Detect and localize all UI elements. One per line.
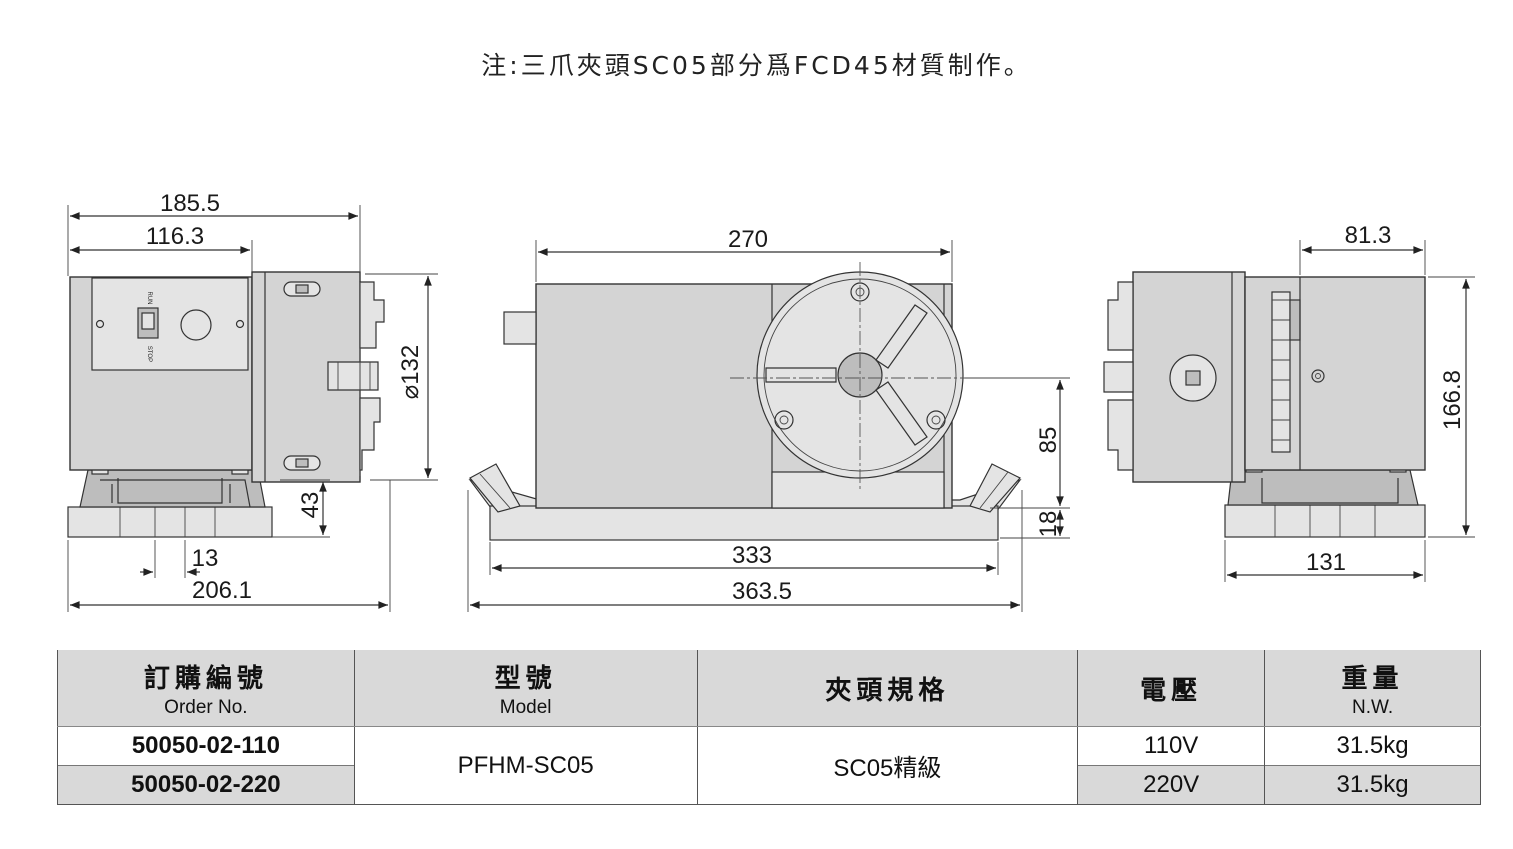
- table-row: 50050-02-220 220V 31.5kg: [57, 765, 1481, 805]
- order-no-cell: 50050-02-110: [57, 726, 355, 766]
- header-chuck-spec: 夾頭規格: [696, 650, 1079, 727]
- dim-43: 43: [297, 492, 324, 519]
- switch-run-label: RUN: [146, 292, 152, 305]
- left-side-view: RUN STOP 185.5 116.3 ⌀132 43: [67, 190, 438, 612]
- table-header-row: 訂購編號 Order No. 型號 Model 夾頭規格 電壓 重量 N.W.: [57, 650, 1481, 727]
- header-weight: 重量 N.W.: [1264, 650, 1481, 727]
- dim-166-8: 166.8: [1439, 370, 1466, 430]
- model-cell: PFHM-SC05: [353, 726, 698, 805]
- dim-333: 333: [732, 542, 772, 569]
- voltage-cell: 110V: [1077, 726, 1266, 766]
- weight-cell: 31.5kg: [1264, 765, 1481, 805]
- dim-13: 13: [192, 545, 219, 572]
- chuck-spec-cell: SC05精級: [696, 726, 1079, 805]
- dim-116-3: 116.3: [146, 223, 204, 250]
- order-no-cell: 50050-02-220: [57, 765, 355, 805]
- header-voltage: 電壓: [1077, 650, 1266, 727]
- dim-185-5: 185.5: [160, 190, 220, 217]
- dim-363-5: 363.5: [732, 578, 792, 605]
- header-model: 型號 Model: [353, 650, 698, 727]
- weight-cell: 31.5kg: [1264, 726, 1481, 766]
- note-text: 注:三爪夾頭SC05部分爲FCD45材質制作。: [481, 51, 1032, 80]
- dim-85: 85: [1035, 427, 1062, 454]
- voltage-cell: 220V: [1077, 765, 1266, 805]
- switch-stop-label: STOP: [146, 346, 152, 362]
- front-view: 270 85 18 333 363.5: [467, 226, 1070, 612]
- header-order-no: 訂購編號 Order No.: [57, 650, 355, 727]
- right-side-view: 81.3 166.8 131: [1103, 222, 1475, 582]
- dim-18: 18: [1035, 511, 1062, 538]
- dim-206-1: 206.1: [192, 577, 252, 604]
- table-row: 50050-02-110 PFHM-SC05 SC05精級 110V 31.5k…: [57, 726, 1481, 805]
- technical-drawing: RUN STOP 185.5 116.3 ⌀132 43: [67, 190, 1475, 612]
- dim-dia-132: ⌀132: [397, 345, 424, 400]
- dim-81-3: 81.3: [1345, 222, 1392, 249]
- dim-131: 131: [1306, 549, 1346, 576]
- spec-table: 訂購編號 Order No. 型號 Model 夾頭規格 電壓 重量 N.W. …: [57, 650, 1481, 805]
- dim-270: 270: [728, 226, 768, 253]
